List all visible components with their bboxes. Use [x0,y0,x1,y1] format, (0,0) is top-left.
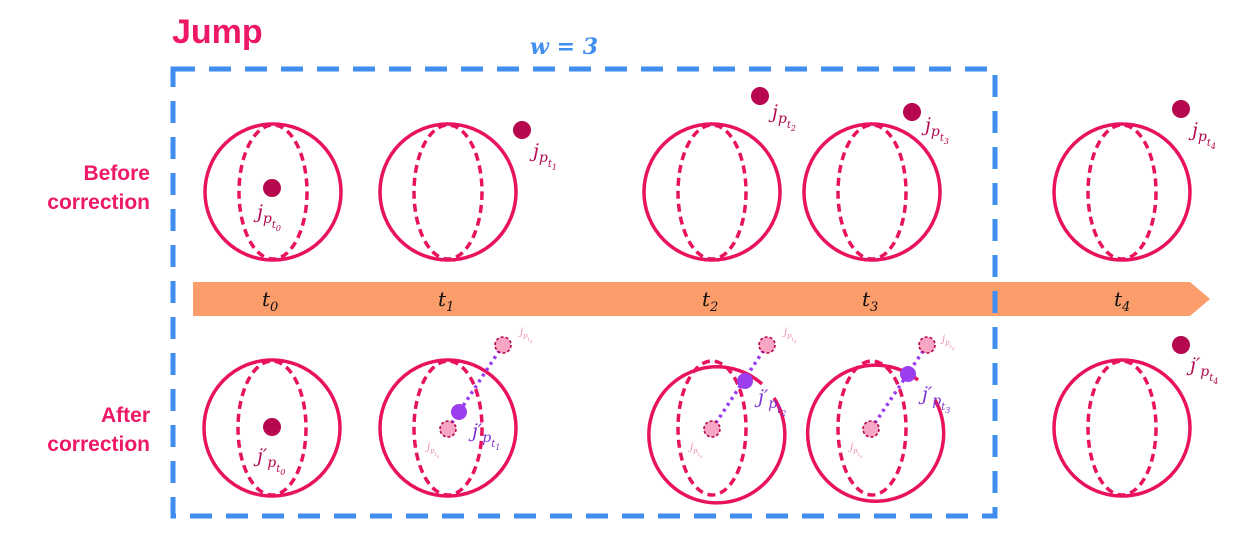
label-after-t1: j′pt1 [468,420,500,452]
timeline-label-t1: t1 [438,287,454,315]
timeline-label-t2: t2 [702,287,718,315]
sphere-meridian-before-t3 [836,123,908,261]
sphere-after-t2 [647,365,787,505]
ghost-start-point-t3 [862,420,880,438]
sphere-after-t4 [1052,358,1192,498]
sphere-meridian-before-t1 [412,123,484,261]
timeline-arrow [193,282,1210,316]
interp-line-t2 [710,344,769,430]
diagram-title: Jump [172,13,263,51]
corrected-point-t3 [900,366,916,382]
sphere-before-t1 [378,122,518,262]
point-before-t4 [1172,100,1190,118]
sphere-before-t3 [802,122,942,262]
ghost-end-point-t2 [758,336,776,354]
sphere-meridian-after-t3 [836,359,908,497]
sphere-after-t3 [805,363,946,503]
sphere-before-t4 [1052,122,1192,262]
label-before-t4: jpt4 [1188,119,1216,151]
after-row-label-line2: correction [47,433,150,456]
label-after-t4: j′pt4 [1186,354,1218,386]
point-after-t0 [263,418,281,436]
ghost-end-label-t3: jpt4 [940,334,955,351]
ghost-end-point-t1 [494,336,512,354]
point-before-t0 [263,179,281,197]
ghost-start-label-t1: jpt0 [425,442,440,459]
sphere-before-t2 [642,122,782,262]
label-after-t2: j′pt2 [754,386,786,418]
sphere-meridian-before-t2 [676,123,748,261]
timeline-label-t0: t0 [262,287,278,315]
ghost-start-point-t1 [439,420,457,438]
point-before-t3 [903,103,921,121]
ghost-end-label-t1: jpt4 [518,327,533,344]
sphere-meridian-after-t4 [1086,359,1158,497]
label-before-t3: jpt3 [921,114,949,146]
sphere-meridian-before-t0 [237,123,309,261]
sliding-window-box [170,66,998,519]
label-before-t1: jpt1 [529,140,557,172]
ghost-start-label-t2: jpt0 [688,442,703,459]
label-before-t0: jpt0 [253,201,281,233]
label-after-t0: j′pt0 [253,445,285,477]
before-row-label-line1: Before [83,162,150,185]
point-before-t1 [513,121,531,139]
ghost-start-label-t3: jpt0 [848,442,863,459]
interp-line-t3 [869,344,929,430]
before-row-label-line2: correction [47,191,150,214]
point-before-t2 [751,87,769,105]
ghost-start-point-t2 [703,420,721,438]
ghost-end-label-t2: jpt4 [782,327,797,344]
ghost-end-point-t3 [918,336,936,354]
corrected-point-t1 [451,404,467,420]
sphere-meridian-before-t4 [1086,123,1158,261]
point-after-t4 [1172,336,1190,354]
after-row-label-line1: After [101,404,150,427]
label-after-t3: j′pt3 [918,383,950,415]
timeline-label-t3: t3 [862,287,878,315]
sphere-meridian-after-t0 [236,359,308,497]
sphere-meridian-after-t1 [412,359,484,497]
corrected-point-t2 [737,373,753,389]
timeline-label-t4: t4 [1114,287,1130,315]
window-size-label: w = 3 [530,34,598,60]
sphere-meridian-after-t2 [676,359,748,497]
label-before-t2: jpt2 [768,101,796,133]
